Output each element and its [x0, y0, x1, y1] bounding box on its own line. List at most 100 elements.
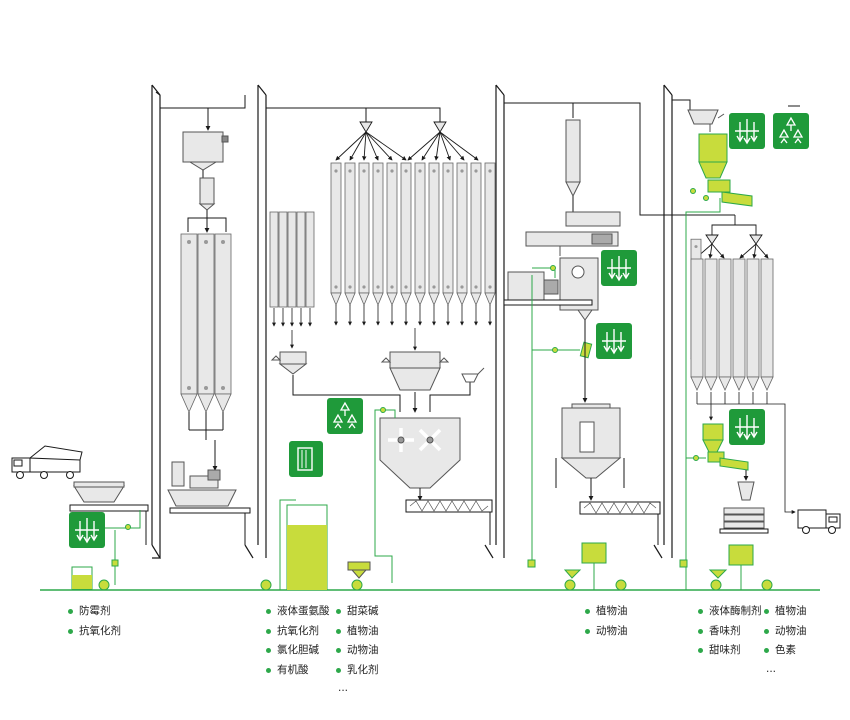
tank-gauge-icon [289, 441, 323, 477]
intake-liquid-tank [71, 566, 93, 590]
legend-more: ... [338, 682, 349, 694]
legend-batching-right: 甜菜碱 植物油 动物油 乳化剂 ... [336, 602, 379, 696]
micro-hopper [461, 367, 485, 383]
legend-item: 甜味剂 [698, 641, 762, 661]
post-coater-top [698, 133, 753, 207]
large-scale [380, 351, 450, 391]
distributor-1 [187, 210, 227, 233]
bucket-elevator-1 [151, 84, 162, 559]
pump-icon [98, 579, 110, 591]
feeder-conditioner [525, 211, 621, 256]
pump-icon [351, 579, 363, 591]
legend-item: 动物油 [336, 641, 379, 661]
legend-item: 液体酶制剂 [698, 602, 762, 622]
raw-material-silos [180, 233, 232, 413]
hammer-mill [167, 461, 251, 545]
legend-item: 乳化剂 [336, 661, 379, 681]
bullet-icon [336, 609, 341, 615]
legend-post-left: 液体酶制剂 香味剂 甜味剂 [698, 602, 762, 661]
finished-bins-body [690, 258, 774, 391]
legend-item: 动物油 [585, 622, 628, 642]
batching-bin-outlets [334, 305, 492, 351]
finished-bin-outlets [696, 392, 796, 514]
bucket-elevator-4 [653, 84, 673, 559]
legend-more: ... [766, 662, 777, 675]
pump-icon [564, 579, 576, 591]
legend-item: 植物油 [336, 622, 379, 642]
top-conveyor-1 [160, 95, 246, 131]
post-liquid-tanks [679, 544, 754, 590]
legend-item: 植物油 [585, 602, 628, 622]
post-liquid-top [685, 198, 721, 590]
pump-icon [761, 579, 773, 591]
pellet-oil-tank [563, 542, 607, 590]
pellet-mill [503, 257, 599, 321]
bullet-icon [336, 628, 341, 634]
legend-item: 动物油 [764, 622, 807, 642]
bucket-elevator-3 [484, 84, 505, 559]
legend-item: 色素 [764, 641, 807, 661]
spray-nozzle-icon [728, 112, 766, 150]
mixer-liquid-line [374, 409, 396, 583]
spray-nozzle-icon [728, 408, 766, 446]
bullet-icon [336, 648, 341, 654]
mixer [379, 417, 461, 501]
legend-pelleting: 植物油 动物油 [585, 602, 628, 641]
post-coater-bottom [702, 423, 749, 471]
legend-item: 抗氧化剂 [266, 622, 330, 642]
magnet-separator [198, 177, 216, 211]
top-conveyor-2 [266, 107, 441, 122]
cooler [555, 403, 625, 501]
bucket-elevator-2 [244, 84, 267, 559]
legend-item: 液体蛋氨酸 [266, 602, 330, 622]
small-scale [270, 351, 308, 375]
small-additive-bins [269, 211, 315, 349]
legend-item: 抗氧化剂 [68, 622, 121, 642]
bullet-icon [585, 609, 590, 615]
liquid-storage-tank [279, 499, 328, 591]
bullet-icon [698, 609, 703, 615]
bullet-icon [266, 667, 271, 673]
legend-item: 防霉剂 [68, 602, 121, 622]
intake-liquid-line [105, 510, 141, 585]
silo-discharge-1 [188, 412, 224, 471]
legend-item: 植物油 [764, 602, 807, 622]
bullet-icon [585, 628, 590, 634]
legend-item: 氯化胆碱 [266, 641, 330, 661]
spray-nozzle-icon [600, 249, 638, 287]
bulk-truck [797, 509, 841, 534]
bullet-icon [698, 648, 703, 654]
mixer-discharge-conveyor [405, 499, 493, 545]
cleaning-screen [182, 131, 229, 171]
liquid-nozzle-icon [326, 397, 364, 435]
delivery-truck [11, 445, 83, 479]
bullet-icon [68, 628, 73, 634]
legend-item: 甜菜碱 [336, 602, 379, 622]
legend-batching-left: 液体蛋氨酸 抗氧化剂 氯化胆碱 有机酸 [266, 602, 330, 680]
bullet-icon [266, 648, 271, 654]
bullet-icon [764, 648, 769, 654]
bullet-icon [698, 628, 703, 634]
legend-intake: 防霉剂 抗氧化剂 [68, 602, 121, 641]
spray-nozzle-icon [595, 322, 633, 360]
spray-nozzle-icon [68, 511, 106, 549]
bagging-station [719, 470, 769, 534]
mixer-scale-tank [347, 561, 371, 579]
cooler-discharge-conveyor [579, 501, 661, 545]
post-distributors [695, 215, 769, 259]
distributor-left [335, 121, 407, 161]
mixer-feed-lines [292, 375, 471, 413]
bullet-icon [266, 628, 271, 634]
top-conveyor-3 [503, 100, 735, 216]
intake-hopper [69, 481, 149, 545]
pellet-bin [565, 119, 581, 212]
bullet-icon [68, 609, 73, 615]
bullet-icon [336, 667, 341, 673]
legend-post-right: 植物油 动物油 色素 ... [764, 602, 807, 677]
pump-icon [615, 579, 627, 591]
bullet-icon [764, 609, 769, 615]
post-screen [687, 109, 725, 132]
legend-item: 香味剂 [698, 622, 762, 642]
liquid-nozzle-icon [772, 112, 810, 150]
top-conveyor-4 [672, 99, 691, 110]
